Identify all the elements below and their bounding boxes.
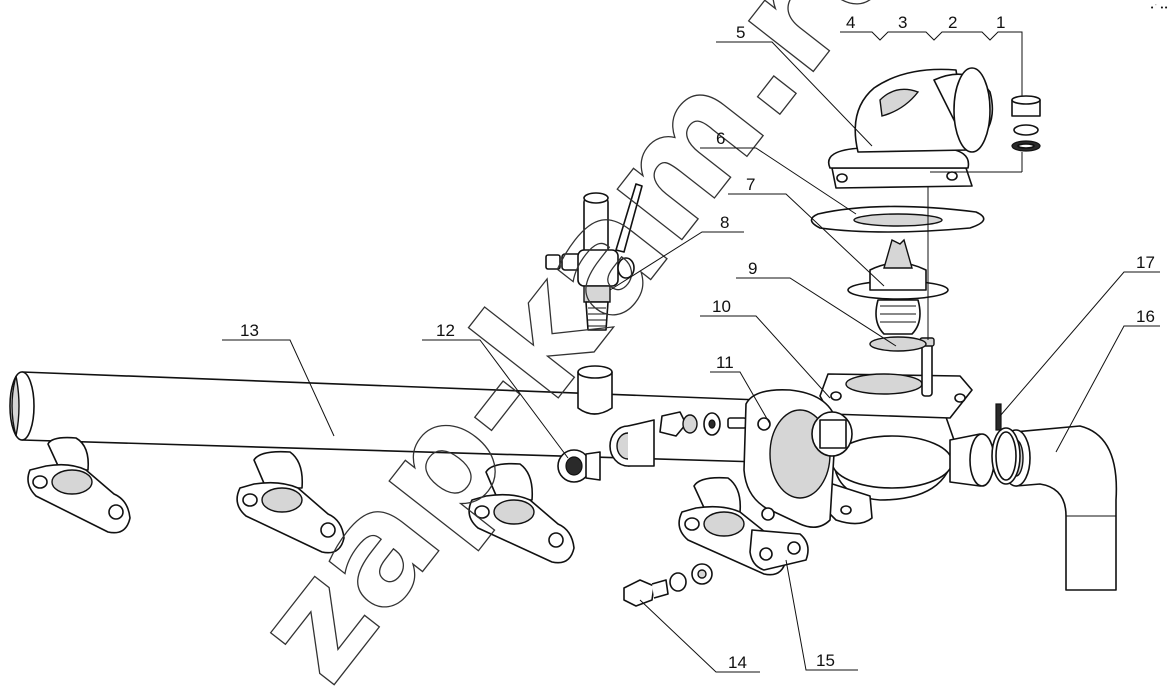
callout-13: 13 — [240, 321, 259, 340]
corner-mark: •˙ •• — [1150, 4, 1168, 12]
elbow-cover-5 — [827, 67, 994, 189]
bracket-15 — [749, 529, 809, 571]
callout-14: 14 — [728, 653, 747, 672]
callout-8: 8 — [720, 213, 729, 232]
nut-washer-set — [1011, 95, 1041, 152]
callout-9: 9 — [748, 259, 757, 278]
callout-11: 11 — [716, 353, 734, 372]
bolt-14 — [623, 563, 713, 607]
callout-3: 3 — [898, 13, 907, 32]
callout-16: 16 — [1136, 307, 1155, 326]
pipe-flange-3 — [468, 462, 575, 564]
small-fasteners — [659, 411, 747, 437]
callout-6: 6 — [716, 129, 725, 148]
callout-numbers: 1 2 3 4 5 6 7 8 9 10 11 12 13 14 15 16 1… — [240, 13, 1155, 672]
callout-2: 2 — [948, 13, 957, 32]
callout-4: 4 — [846, 13, 855, 32]
pipe-flange-1 — [27, 436, 131, 534]
gasket-11 — [743, 388, 853, 528]
thermostat-housing — [819, 337, 995, 525]
callout-5: 5 — [736, 23, 745, 42]
callout-17: 17 — [1136, 253, 1155, 272]
drain-valve — [545, 183, 643, 331]
callout-10: 10 — [712, 297, 731, 316]
thermostat-7 — [847, 238, 949, 352]
fitting-12 — [557, 419, 655, 483]
watermark-text: zap-kam.ru — [221, 0, 945, 686]
callout-12: 12 — [436, 321, 455, 340]
leader-lines — [222, 31, 1160, 673]
gasket-6 — [810, 205, 985, 233]
callout-7: 7 — [746, 175, 755, 194]
pipe-flange-2 — [236, 450, 345, 554]
clamp-17 — [991, 403, 1021, 485]
callout-15: 15 — [816, 651, 835, 670]
callout-1: 1 — [996, 13, 1005, 32]
